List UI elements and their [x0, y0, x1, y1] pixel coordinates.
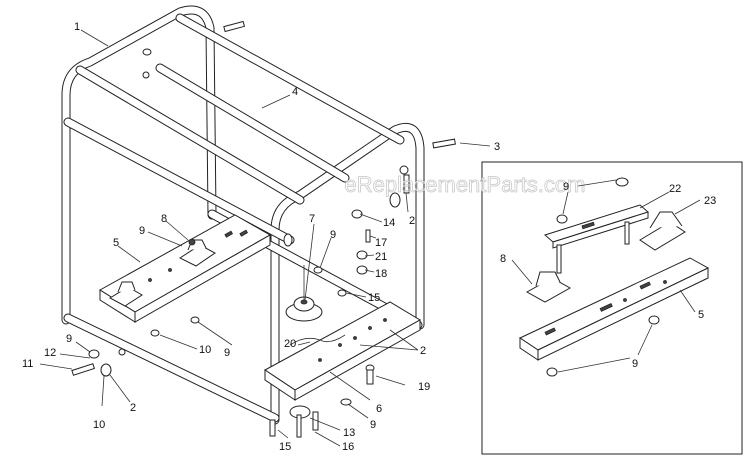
callout-11: 11 [22, 358, 33, 370]
callout-labels: 1 4 3 2 14 17 21 18 9 7 15 8 9 5 9 10 20… [22, 21, 716, 453]
watermark: eReplacementParts.com [345, 172, 586, 197]
callout-10-base: 10 [199, 344, 211, 356]
callout-2-right: 2 [420, 345, 426, 357]
callout-2-left: 2 [130, 402, 136, 414]
callout-2-upper: 2 [409, 215, 415, 227]
callout-9-left: 9 [66, 333, 72, 345]
callout-9-upper: 9 [330, 229, 336, 241]
base-rail-right [264, 301, 421, 401]
callout-13: 13 [343, 427, 355, 439]
callout-18: 18 [375, 268, 387, 280]
callout-16: 16 [342, 441, 354, 453]
pin-part-3 [223, 20, 456, 149]
base-rail-left [99, 214, 272, 323]
callout-4: 4 [292, 86, 298, 98]
callout-15-mid: 15 [368, 292, 380, 304]
callout-23: 23 [704, 195, 716, 207]
inset-detail [481, 161, 743, 455]
leader-lines [39, 29, 701, 447]
callout-9-inset-bottom: 9 [632, 358, 638, 370]
callout-5-main: 5 [113, 237, 119, 249]
mount-part-8-main [108, 238, 216, 307]
mount-part-7 [285, 265, 323, 322]
callout-9-inset-top: 9 [563, 181, 569, 193]
callout-15-bottom: 15 [279, 441, 291, 453]
callout-1: 1 [74, 21, 80, 33]
callout-10-left: 10 [93, 419, 105, 431]
callout-20: 20 [284, 338, 296, 350]
callout-17: 17 [375, 237, 387, 249]
callout-9-bottom: 9 [370, 419, 376, 431]
callout-7: 7 [309, 213, 315, 225]
callout-21: 21 [375, 251, 387, 263]
callout-8-inset: 8 [500, 253, 506, 265]
callout-3: 3 [494, 141, 500, 153]
callout-9-mount: 9 [139, 225, 145, 237]
callout-14: 14 [383, 217, 395, 229]
callout-12: 12 [44, 347, 56, 359]
callout-22: 22 [669, 183, 681, 195]
callout-8-main: 8 [161, 213, 167, 225]
callout-19: 19 [418, 381, 430, 393]
callout-6: 6 [376, 403, 382, 415]
callout-9-base: 9 [224, 347, 230, 359]
callout-5-inset: 5 [698, 309, 704, 321]
